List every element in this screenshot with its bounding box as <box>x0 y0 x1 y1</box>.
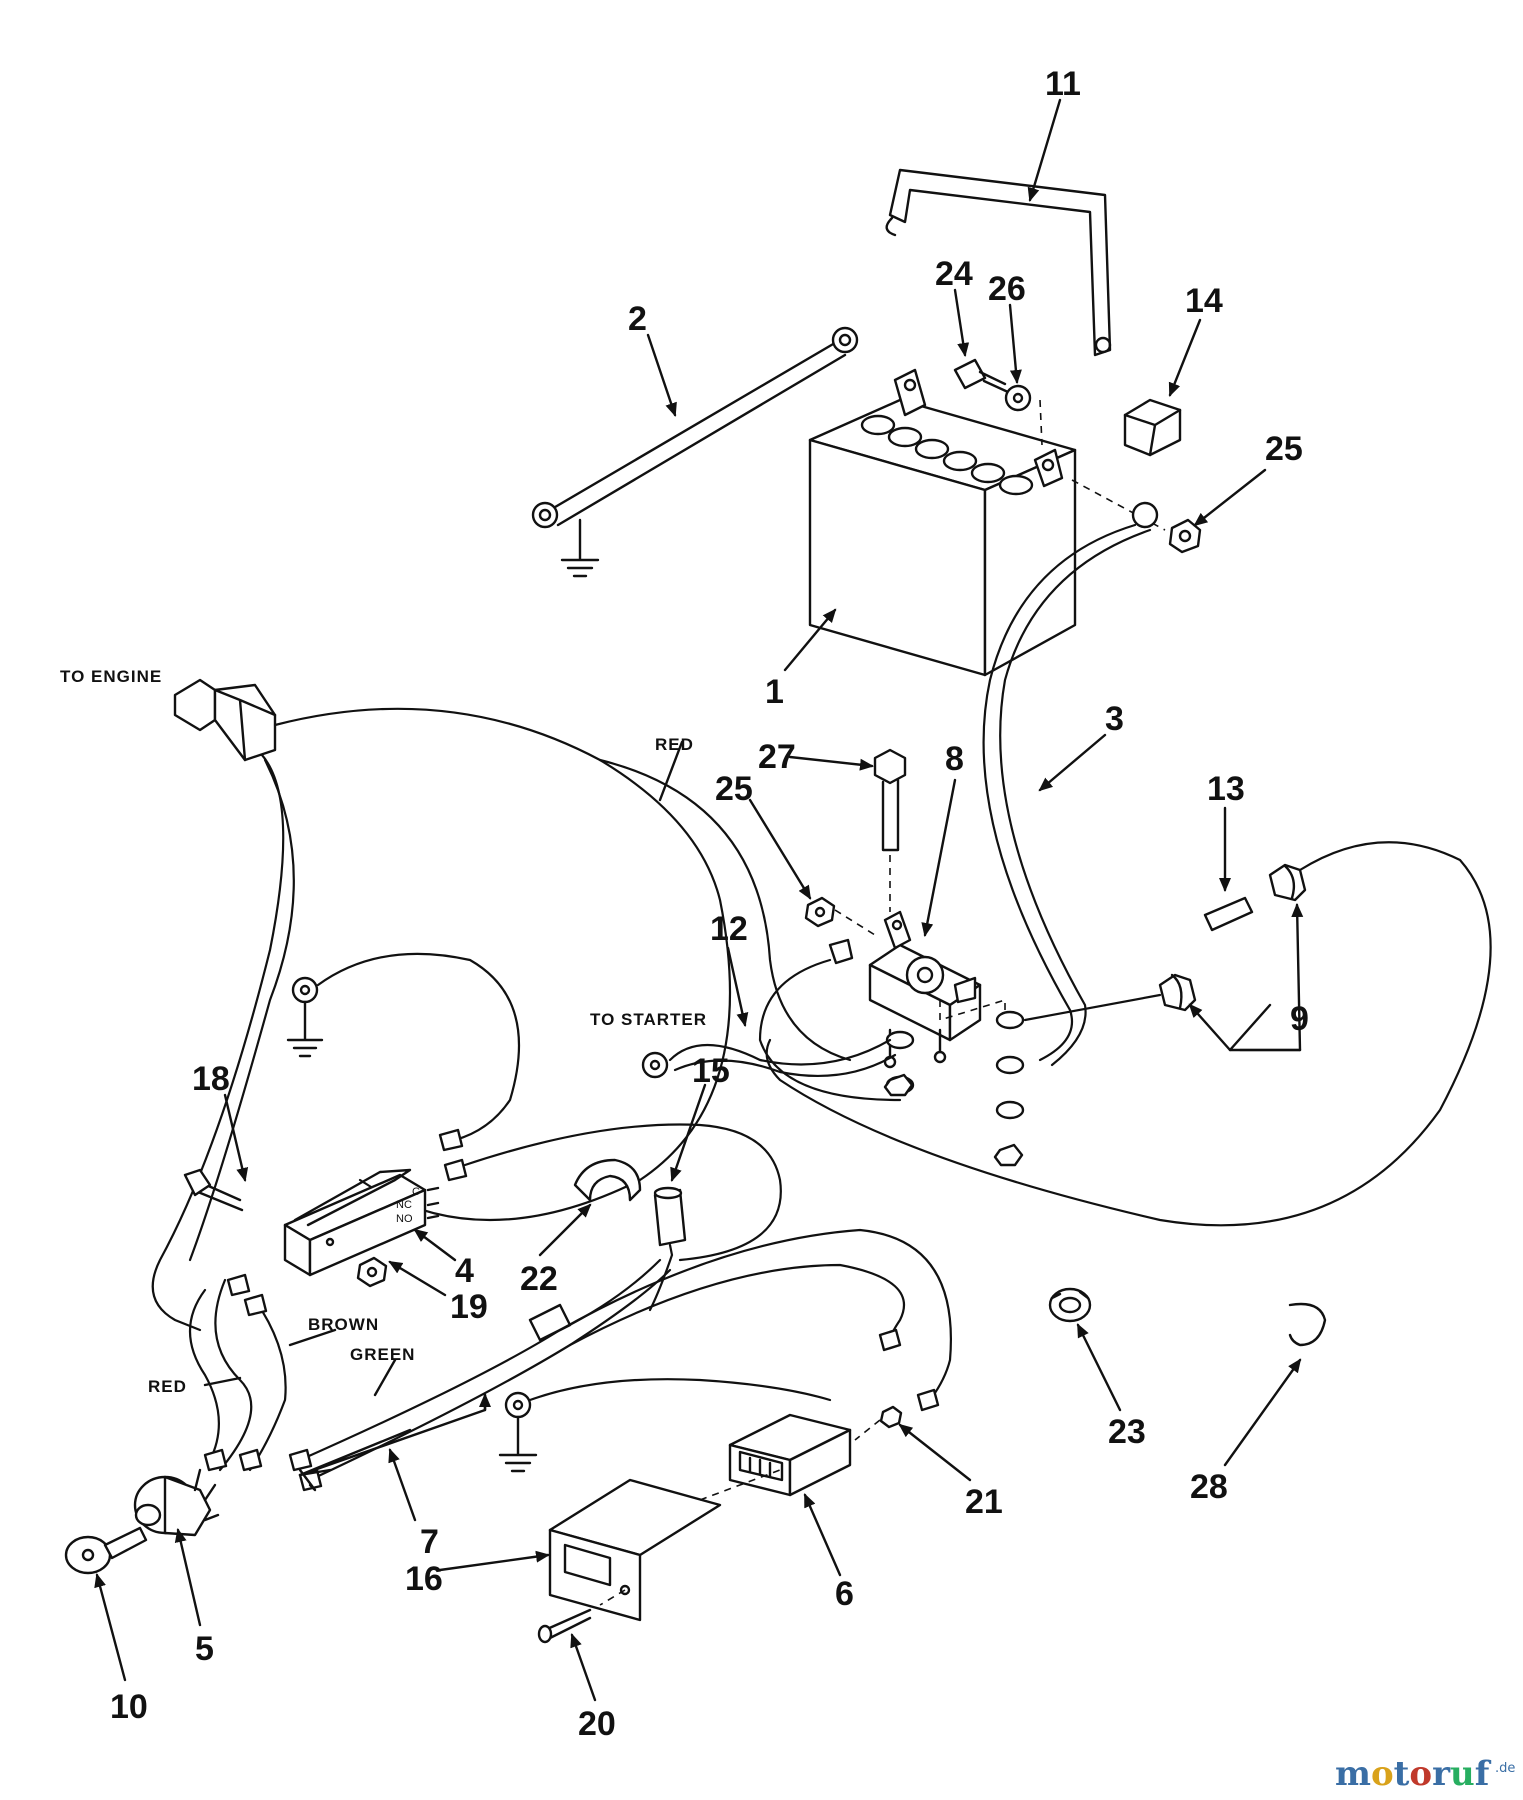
watermark-suffix: .de <box>1495 1761 1515 1776</box>
part-number-10: 10 <box>110 1688 148 1726</box>
part-number-25-upper: 25 <box>1265 430 1303 468</box>
seat-switch <box>183 1168 440 1277</box>
watermark-letter: o <box>1371 1754 1394 1794</box>
part-number-16: 16 <box>405 1560 443 1598</box>
label-green: GREEN <box>350 1345 415 1364</box>
watermark-letter: r <box>1432 1754 1451 1794</box>
part-number-15: 15 <box>692 1052 730 1090</box>
label-red-top: RED <box>655 735 694 754</box>
ignition-key <box>64 1526 148 1575</box>
grommet <box>1048 1287 1092 1323</box>
module-bracket <box>548 1469 781 1622</box>
part-number-18: 18 <box>192 1060 230 1098</box>
watermark-letter: f <box>1475 1754 1492 1794</box>
label-to-engine: TO ENGINE <box>60 667 162 686</box>
part-number-22: 22 <box>520 1260 558 1298</box>
label-red-left: RED <box>148 1377 187 1396</box>
seat-switch-nut <box>356 1256 388 1288</box>
terminal-hardware <box>883 998 1025 1167</box>
part-number-7: 7 <box>420 1523 439 1561</box>
part-number-26: 26 <box>988 270 1026 308</box>
part-number-28: 28 <box>1190 1468 1228 1506</box>
terminal-cover <box>1123 398 1182 457</box>
part-number-12: 12 <box>710 910 748 948</box>
part-number-5: 5 <box>195 1630 214 1668</box>
callout-arrows <box>94 98 1304 1702</box>
part-number-11: 11 <box>1045 65 1081 103</box>
part-number-19: 19 <box>450 1288 488 1326</box>
nut-upper <box>1168 518 1202 554</box>
washer <box>1004 384 1032 412</box>
label-nc: NC <box>396 1199 412 1211</box>
interlock-module <box>728 1413 852 1497</box>
part-number-13: 13 <box>1207 770 1245 808</box>
watermark-logo: motoruf .de <box>1335 1754 1515 1794</box>
part-number-21: 21 <box>965 1483 1003 1521</box>
solenoid-bolt <box>873 748 907 912</box>
part-number-1: 1 <box>765 673 784 711</box>
part-number-25-mid: 25 <box>715 770 753 808</box>
part-number-20: 20 <box>578 1705 616 1743</box>
part-number-24: 24 <box>935 255 973 293</box>
battery-cable <box>982 479 1166 1067</box>
part-number-9: 9 <box>1290 1000 1309 1038</box>
watermark-letter: u <box>1450 1754 1475 1794</box>
watermark-letter: m <box>1335 1754 1371 1794</box>
retaining-ring <box>1288 1302 1327 1347</box>
label-brown: BROWN <box>308 1315 379 1334</box>
bracket-screw <box>537 1608 592 1644</box>
part-number-8: 8 <box>945 740 964 778</box>
part-number-3: 3 <box>1105 700 1124 738</box>
label-no: NO <box>396 1213 413 1225</box>
nut-mid <box>804 896 876 936</box>
label-to-starter: TO STARTER <box>590 1010 707 1029</box>
svg-text:motoruf: motoruf <box>1335 1754 1492 1794</box>
part-number-4: 4 <box>455 1252 474 1290</box>
wire-harness <box>151 678 952 1492</box>
part-number-23: 23 <box>1108 1413 1146 1451</box>
watermark-letter: o <box>1409 1754 1432 1794</box>
part-number-27: 27 <box>758 738 796 776</box>
part-number-6: 6 <box>835 1575 854 1613</box>
battery <box>808 368 1077 677</box>
starter-solenoid <box>868 910 982 1069</box>
ignition-switch <box>133 1468 220 1537</box>
part-number-2: 2 <box>628 300 647 338</box>
battery-hold-down-rod <box>531 326 859 578</box>
watermark-letter: t <box>1394 1754 1410 1794</box>
battery-hold-down-handle <box>885 168 1112 357</box>
fuse <box>1203 896 1254 932</box>
bolt <box>953 358 1010 394</box>
fuse-holder <box>765 841 1492 1227</box>
label-c: C <box>412 1186 420 1198</box>
module-nut <box>879 1405 903 1429</box>
part-number-14: 14 <box>1185 282 1223 320</box>
